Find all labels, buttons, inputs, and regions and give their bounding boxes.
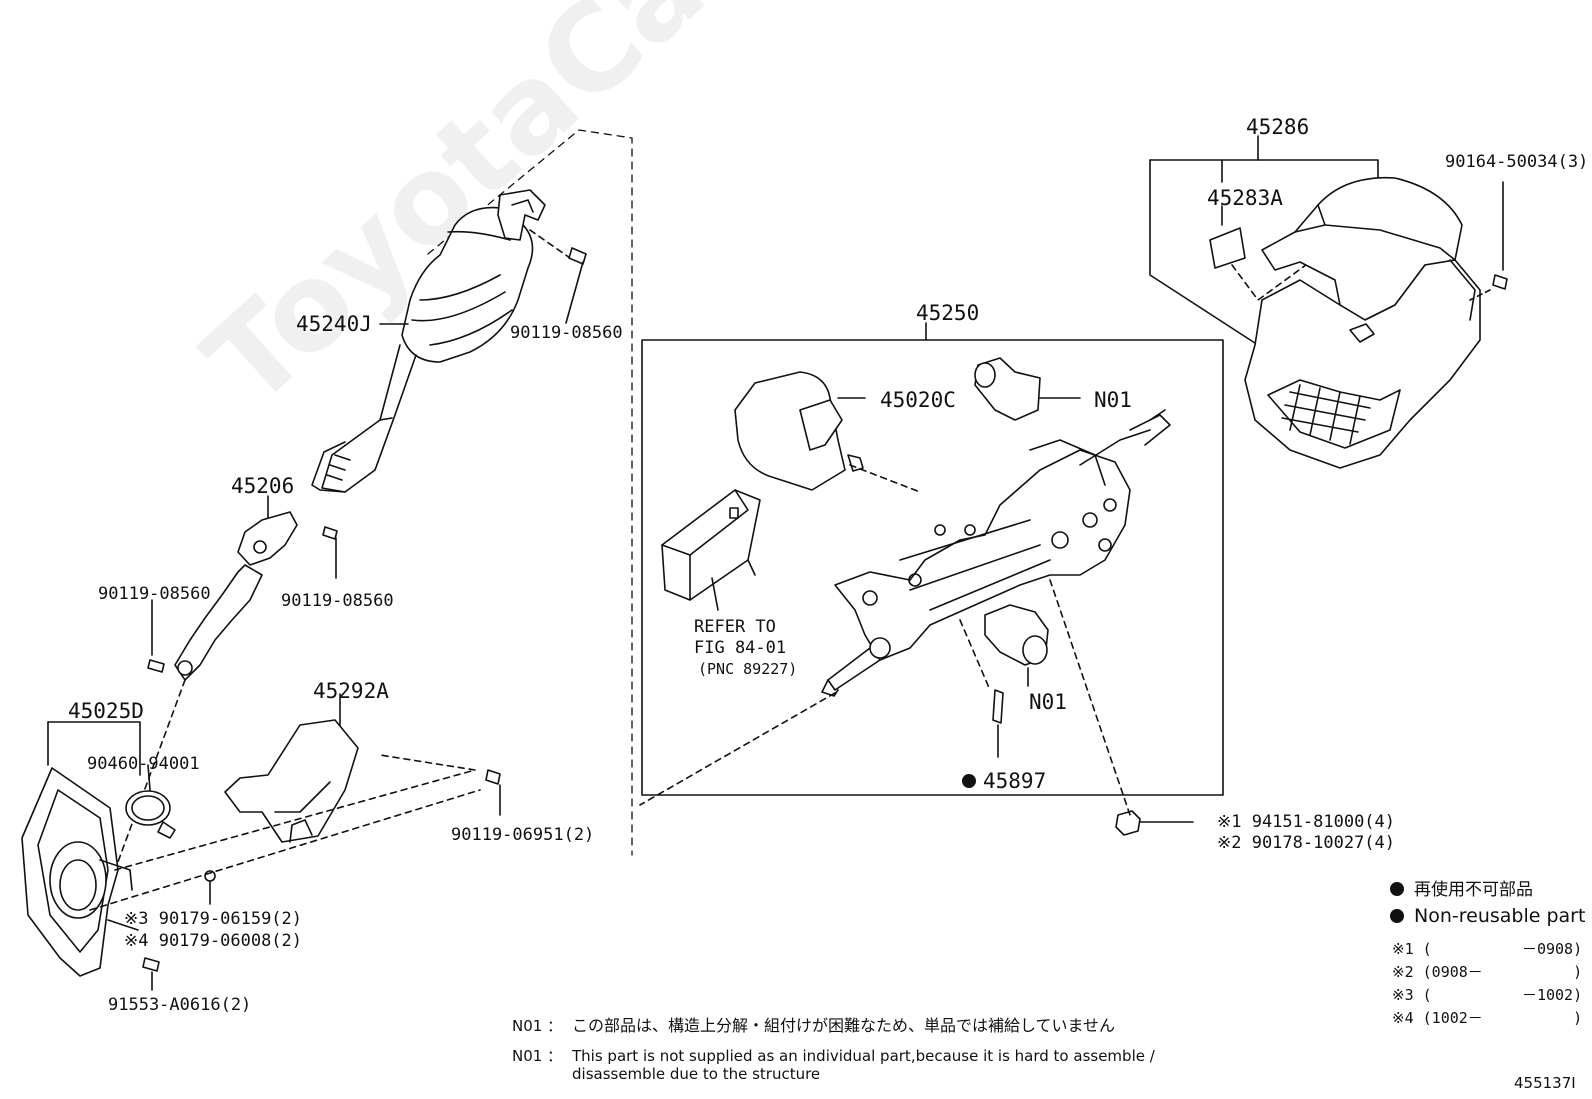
legend-range-4: ※4 (1002－ ) — [1392, 1009, 1583, 1027]
note-n01-label-jp: N01 ： — [512, 1017, 563, 1035]
refer-note-line-1: REFER TO — [694, 617, 776, 637]
part-label-45025D: 45025D — [68, 699, 144, 723]
part-label-90178-10027: ※2 90178-10027(4) — [1217, 833, 1396, 853]
part-label-45020C: 45020C — [880, 388, 956, 412]
legend-dot-icon — [1390, 882, 1404, 896]
part-label-90179-06159: ※3 90179-06159(2) — [124, 909, 303, 929]
legend-dot-icon — [1390, 909, 1404, 923]
part-label-N01-top: N01 — [1094, 388, 1132, 412]
universal-joint-drawing — [114, 495, 338, 871]
note-n01-label-en: N01 ： — [512, 1047, 563, 1065]
legend-range-1: ※1 ( －0908) — [1392, 940, 1583, 958]
part-label-90164-50034: 90164-50034(3) — [1445, 152, 1589, 172]
column-assembly-box — [641, 322, 1224, 796]
legend-range-3: ※3 ( －1002) — [1392, 986, 1583, 1004]
legend-range-2: ※2 (0908－ ) — [1392, 963, 1583, 981]
refer-note-line-3: (PNC 89227) — [698, 660, 798, 678]
nonreusable-marker — [962, 774, 976, 788]
part-label-91553-A0616: 91553-A0616(2) — [108, 995, 252, 1015]
part-label-90119-08560-right: 90119-08560 — [281, 591, 394, 611]
column-cover-drawing — [89, 693, 501, 911]
part-label-90119-08560-left: 90119-08560 — [98, 584, 211, 604]
column-assembly-drawing — [639, 357, 1194, 836]
part-label-45240J: 45240J — [296, 312, 372, 336]
legend-nonreusable-en: Non-reusable part — [1390, 906, 1585, 926]
legend-nonreusable-en-text: Non-reusable part — [1414, 905, 1586, 927]
refer-note-line-2: FIG 84-01 — [694, 638, 787, 658]
part-label-90119-06951: 90119-06951(2) — [451, 825, 595, 845]
note-n01-jp: この部品は、構造上分解・組付けが困難なため、単品では補給していません — [572, 1016, 1116, 1035]
part-label-45897: 45897 — [983, 769, 1047, 793]
intermediate-shaft-drawing — [311, 129, 633, 856]
bulkhead-seal-drawing — [21, 721, 216, 991]
part-label-45283A: 45283A — [1207, 186, 1283, 210]
figure-id: 455137I — [1514, 1074, 1576, 1092]
legend-nonreusable-jp: 再使用不可部品 — [1390, 880, 1533, 900]
part-label-94151-81000: ※1 94151-81000(4) — [1217, 812, 1396, 832]
part-label-45286: 45286 — [1246, 115, 1310, 139]
legend-nonreusable-jp-text: 再使用不可部品 — [1414, 880, 1533, 900]
part-label-90179-06008: ※4 90179-06008(2) — [124, 931, 303, 951]
note-n01-en-line-1: This part is not supplied as an individu… — [572, 1047, 1155, 1065]
part-label-90119-08560-top: 90119-08560 — [510, 323, 623, 343]
part-label-45292A: 45292A — [313, 679, 389, 703]
part-label-N01-bottom: N01 — [1029, 690, 1067, 714]
part-label-45206: 45206 — [231, 474, 295, 498]
note-n01-en-line-2: disassemble due to the structure — [572, 1065, 821, 1083]
column-shroud-drawing — [1149, 135, 1508, 469]
part-label-90460-94001: 90460-94001 — [87, 754, 200, 774]
part-label-45250: 45250 — [916, 301, 980, 325]
